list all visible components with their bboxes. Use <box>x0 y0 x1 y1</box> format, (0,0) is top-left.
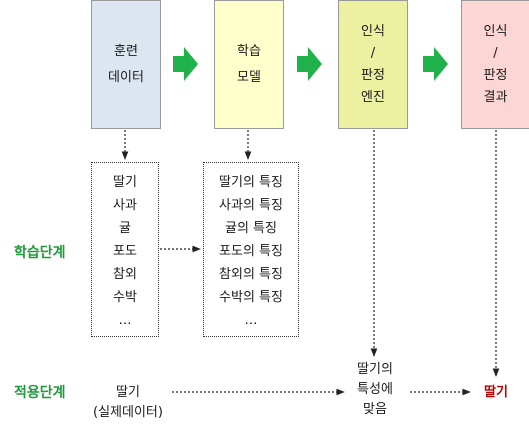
list-item: … <box>118 313 132 328</box>
recognition-engine-box: 인식 / 판정 엔진 <box>338 0 408 129</box>
recognition-engine-label-3: 판정 <box>361 67 385 83</box>
recognition-result-label-4: 결과 <box>483 89 508 105</box>
feature-items-list: 딸기의 특징 사과의 특징 귤의 특징 포도의 특징 참외의 특징 수박의 특징… <box>203 162 299 337</box>
learning-model-label-1: 학습 <box>237 43 261 59</box>
flow-arrow-3 <box>423 47 448 81</box>
training-data-label-2: 데이터 <box>108 69 144 85</box>
learning-model-label-2: 모델 <box>237 69 261 85</box>
list-item: 포도 <box>113 244 137 259</box>
recognition-engine-label-4: 엔진 <box>361 89 385 105</box>
flow-arrow-1 <box>173 47 198 81</box>
training-data-label-1: 훈련 <box>114 43 138 59</box>
list-item: 수박 <box>113 290 137 305</box>
training-items-list: 딸기 사과 귤 포도 참외 수박 … <box>91 162 159 337</box>
learning-stage-label: 학습단계 <box>14 245 66 261</box>
list-item: 귤의 특징 <box>225 221 277 236</box>
match-text-line-1: 딸기의 <box>357 362 393 377</box>
recognition-engine-label-1: 인식 <box>361 23 385 39</box>
list-item: 귤 <box>119 221 131 236</box>
list-item: 참외 <box>113 267 137 282</box>
application-input-name: 딸기 <box>116 385 140 400</box>
list-item: 딸기의 특징 <box>219 175 283 190</box>
training-data-box: 훈련 데이터 <box>91 0 161 129</box>
recognition-result-label-2: / <box>493 45 498 61</box>
match-text-line-3: 맞음 <box>363 402 387 417</box>
list-item: 포도의 특징 <box>219 244 283 259</box>
match-text: 딸기의 특성에 맞음 <box>342 360 408 420</box>
flow-arrow-2 <box>297 47 322 81</box>
list-item: 사과 <box>113 198 137 213</box>
application-stage-label: 적용단계 <box>14 385 66 401</box>
list-item: 수박의 특징 <box>219 290 283 305</box>
recognition-engine-label-2: / <box>370 45 376 61</box>
recognition-result-label-1: 인식 <box>483 23 508 39</box>
learning-model-box: 학습 모델 <box>214 0 284 129</box>
list-item: 사과의 특징 <box>219 198 283 213</box>
list-item: … <box>244 313 258 328</box>
list-item: 참외의 특징 <box>219 267 283 282</box>
recognition-result-label-3: 판정 <box>483 67 508 83</box>
recognition-result-box: 인식 / 판정 결과 <box>461 0 529 129</box>
match-text-line-2: 특성에 <box>357 382 393 397</box>
application-input-note: (실제데이터) <box>93 405 163 420</box>
final-result-text: 딸기 <box>484 385 508 400</box>
application-input: 딸기 (실제데이터) <box>78 383 178 423</box>
list-item: 딸기 <box>113 175 137 190</box>
